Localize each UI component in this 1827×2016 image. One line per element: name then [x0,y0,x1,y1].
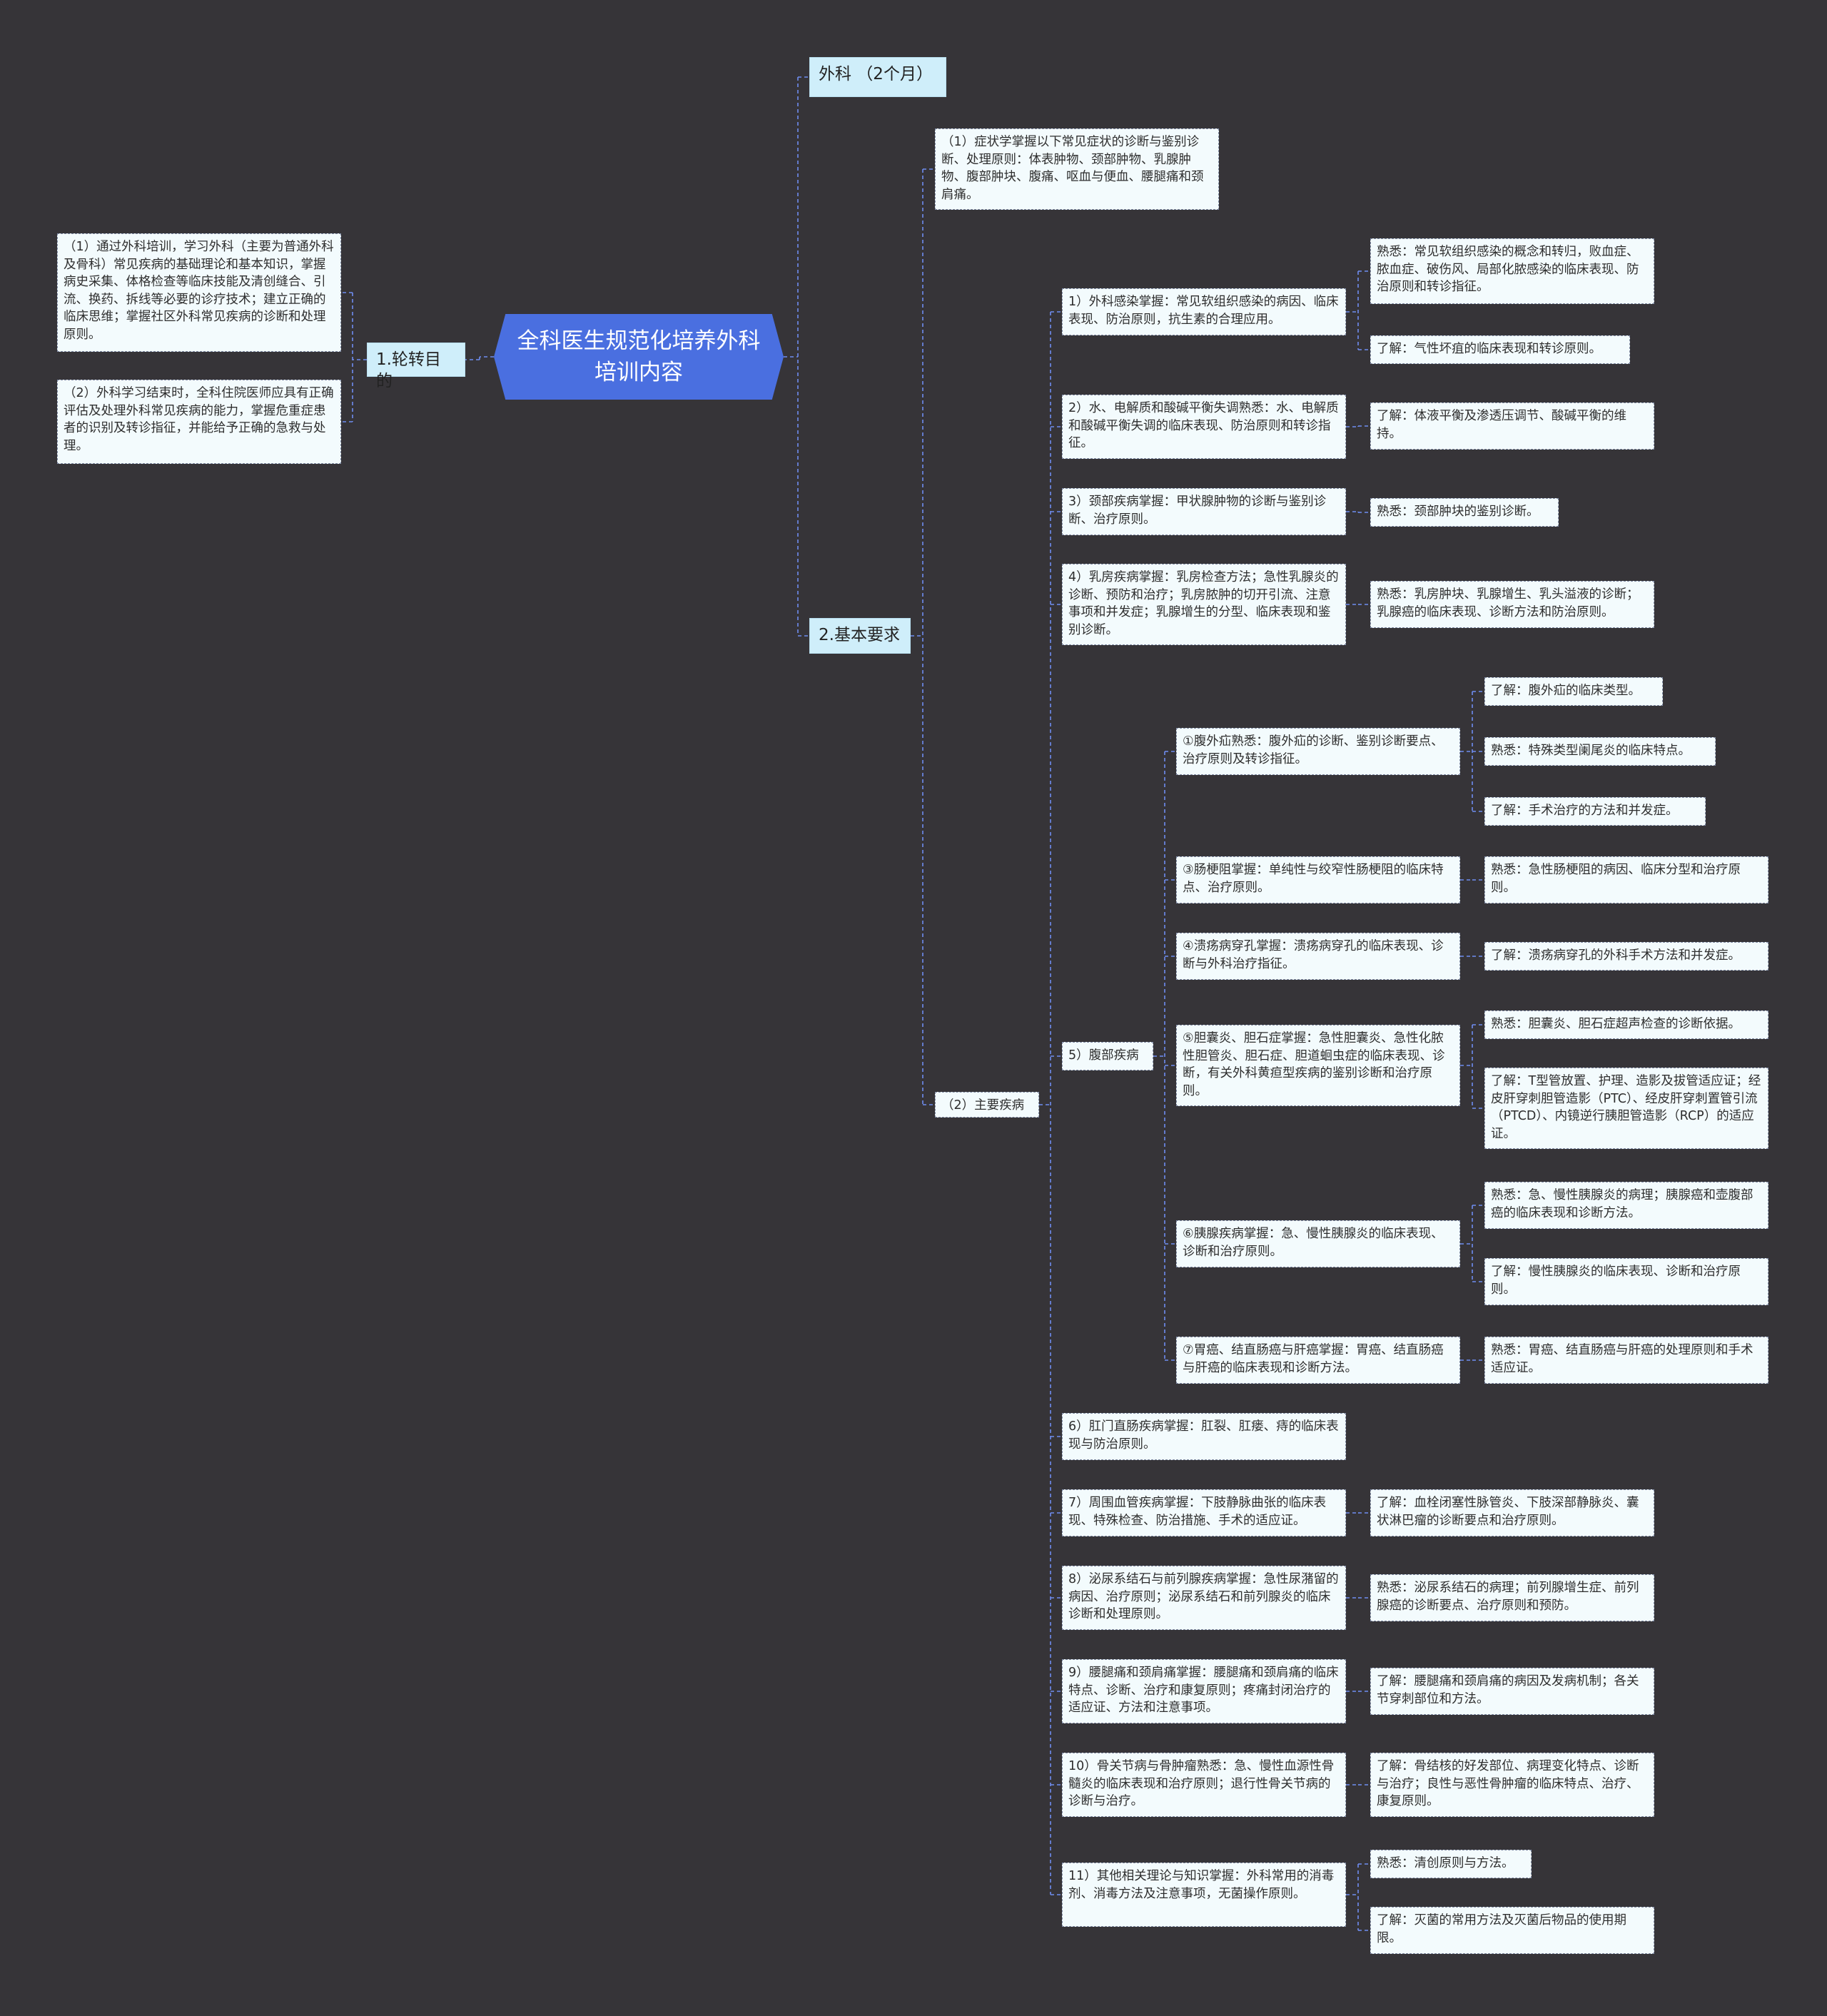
disease-breast-familiar[interactable]: 熟悉：乳房肿块、乳腺增生、乳头溢液的诊断；乳腺癌的临床表现、诊断方法和防治原则。 [1370,581,1654,628]
disease-other-theory-familiar[interactable]: 熟悉：清创原则与方法。 [1370,1850,1532,1878]
abdominal-intestinal-obstruction-familiar[interactable]: 熟悉：急性肠梗阻的病因、临床分型和治疗原则。 [1484,856,1768,903]
disease-back-neck-pain-understand[interactable]: 了解：腰腿痛和颈肩痛的病因及发病机制；各关节穿刺部位和方法。 [1370,1668,1654,1715]
topic-rotation-purpose-1[interactable]: （1）通过外科培训，学习外科（主要为普通外科及骨科）常见疾病的基础理论和基本知识… [57,233,341,352]
abdominal-ulcer-perforation[interactable]: ④溃疡病穿孔掌握：溃疡病穿孔的临床表现、诊断与外科治疗指征。 [1176,933,1460,980]
abdominal-intestinal-obstruction[interactable]: ③肠梗阻掌握：单纯性与绞窄性肠梗阻的临床特点、治疗原则。 [1176,856,1460,903]
topic-surgery-duration[interactable]: 外科 （2个月） [809,57,946,97]
disease-urinary-familiar[interactable]: 熟悉：泌尿系结石的病理；前列腺增生症、前列腺癌的诊断要点、治疗原则和预防。 [1370,1574,1654,1621]
disease-surgical-infection-understand[interactable]: 了解：气性坏疽的临床表现和转诊原则。 [1370,335,1630,364]
disease-other-theory-understand[interactable]: 了解：灭菌的常用方法及灭菌后物品的使用期限。 [1370,1907,1654,1954]
abdominal-cancers-familiar[interactable]: 熟悉：胃癌、结直肠癌与肝癌的处理原则和手术适应证。 [1484,1337,1768,1384]
disease-back-neck-pain[interactable]: 9）腰腿痛和颈肩痛掌握：腰腿痛和颈肩痛的临床特点、诊断、治疗和康复原则；疼痛封闭… [1062,1659,1346,1723]
disease-abdominal[interactable]: 5）腹部疾病 [1062,1042,1153,1070]
abdominal-appendicitis-familiar[interactable]: 熟悉：特殊类型阑尾炎的临床特点。 [1484,737,1716,766]
topic-main-diseases[interactable]: （2）主要疾病 [935,1092,1039,1118]
abdominal-pancreas-understand[interactable]: 了解：慢性胰腺炎的临床表现、诊断和治疗原则。 [1484,1258,1768,1305]
disease-surgical-infection[interactable]: 1）外科感染掌握：常见软组织感染的病因、临床表现、防治原则，抗生素的合理应用。 [1062,288,1346,335]
abdominal-surgery-understand[interactable]: 了解：手术治疗的方法和并发症。 [1484,797,1706,826]
disease-surgical-infection-familiar[interactable]: 熟悉：常见软组织感染的概念和转归，败血症、脓血症、破伤风、局部化脓感染的临床表现… [1370,238,1654,304]
topic-symptomatology[interactable]: （1）症状学掌握以下常见症状的诊断与鉴别诊断、处理原则：体表肿物、颈部肿物、乳腺… [935,128,1219,210]
abdominal-cancers[interactable]: ⑦胃癌、结直肠癌与肝癌掌握：胃癌、结直肠癌与肝癌的临床表现和诊断方法。 [1176,1337,1460,1384]
abdominal-pancreas[interactable]: ⑥胰腺疾病掌握：急、慢性胰腺炎的临床表现、诊断和治疗原则。 [1176,1220,1460,1267]
disease-peripheral-vascular-understand[interactable]: 了解：血栓闭塞性脉管炎、下肢深部静脉炎、囊状淋巴瘤的诊断要点和治疗原则。 [1370,1489,1654,1536]
abdominal-cholecystitis-familiar[interactable]: 熟悉：胆囊炎、胆石症超声检查的诊断依据。 [1484,1010,1768,1039]
disease-anorectal[interactable]: 6）肛门直肠疾病掌握：肛裂、肛瘘、痔的临床表现与防治原则。 [1062,1413,1346,1460]
disease-other-theory[interactable]: 11）其他相关理论与知识掌握：外科常用的消毒剂、消毒方法及注意事项，无菌操作原则… [1062,1863,1346,1927]
abdominal-pancreas-familiar[interactable]: 熟悉：急、慢性胰腺炎的病理；胰腺癌和壶腹部癌的临床表现和诊断方法。 [1484,1182,1768,1229]
root-topic[interactable]: 全科医生规范化培养外科培训内容 [494,314,784,400]
abdominal-cholecystitis-understand[interactable]: 了解：T型管放置、护理、造影及拔管适应证；经皮肝穿刺胆管造影（PTC）、经皮肝穿… [1484,1068,1768,1149]
disease-urinary[interactable]: 8）泌尿系结石与前列腺疾病掌握：急性尿潴留的病因、治疗原则；泌尿系结石和前列腺炎… [1062,1566,1346,1630]
abdominal-hernia[interactable]: ①腹外疝熟悉：腹外疝的诊断、鉴别诊断要点、治疗原则及转诊指征。 [1176,728,1460,775]
topic-rotation-purpose-2[interactable]: （2）外科学习结束时，全科住院医师应具有正确评估及处理外科常见疾病的能力，掌握危… [57,380,341,464]
topic-basic-requirements[interactable]: 2.基本要求 [809,618,911,654]
abdominal-ulcer-perforation-understand[interactable]: 了解：溃疡病穿孔的外科手术方法和并发症。 [1484,942,1768,971]
topic-rotation-purpose[interactable]: 1.轮转目的 [367,343,465,390]
abdominal-hernia-understand[interactable]: 了解：腹外疝的临床类型。 [1484,677,1663,706]
disease-peripheral-vascular[interactable]: 7）周围血管疾病掌握：下肢静脉曲张的临床表现、特殊检查、防治措施、手术的适应证。 [1062,1489,1346,1536]
disease-neck-familiar[interactable]: 熟悉：颈部肿块的鉴别诊断。 [1370,498,1559,527]
disease-bone-joint[interactable]: 10）骨关节病与骨肿瘤熟悉：急、慢性血源性骨髓炎的临床表现和治疗原则；退行性骨关… [1062,1753,1346,1817]
abdominal-cholecystitis[interactable]: ⑤胆囊炎、胆石症掌握：急性胆囊炎、急性化脓性胆管炎、胆石症、胆道蛔虫症的临床表现… [1176,1025,1460,1106]
disease-fluid-electrolyte-understand[interactable]: 了解：体液平衡及渗透压调节、酸碱平衡的维持。 [1370,402,1654,450]
disease-bone-joint-understand[interactable]: 了解：骨结核的好发部位、病理变化特点、诊断与治疗；良性与恶性骨肿瘤的临床特点、治… [1370,1753,1654,1817]
disease-breast[interactable]: 4）乳房疾病掌握：乳房检查方法；急性乳腺炎的诊断、预防和治疗；乳房脓肿的切开引流… [1062,564,1346,645]
disease-fluid-electrolyte[interactable]: 2）水、电解质和酸碱平衡失调熟悉：水、电解质和酸碱平衡失调的临床表现、防治原则和… [1062,395,1346,459]
disease-neck[interactable]: 3）颈部疾病掌握：甲状腺肿物的诊断与鉴别诊断、治疗原则。 [1062,488,1346,535]
